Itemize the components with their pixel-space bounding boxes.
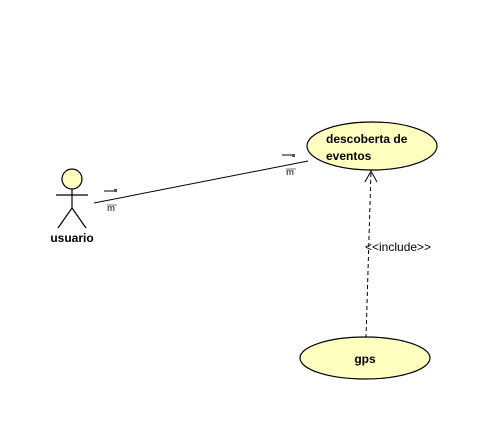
usecase-ellipse: [299, 336, 431, 380]
actor-usuario[interactable]: usuario: [50, 168, 94, 245]
association-line: [93, 160, 309, 204]
association-usuario-descoberta[interactable]: m m: [93, 154, 309, 213]
include-arrowhead: [364, 169, 378, 183]
usecase-gps[interactable]: gps: [299, 336, 431, 380]
association-actor-end-label: m: [107, 203, 115, 213]
usecase-label: gps: [354, 352, 376, 366]
association-usecase-end-tick: [282, 154, 295, 157]
include-stereotype-label: <<include>>: [365, 240, 431, 254]
usecase-label-line-1: descoberta de: [326, 132, 408, 146]
usecase-descoberta-de-eventos[interactable]: descoberta de eventos: [306, 121, 438, 171]
actor-name-label: usuario: [50, 231, 93, 245]
actor-left-leg: [57, 207, 73, 229]
usecase-ellipse: [306, 121, 438, 171]
association-usecase-end-label: m: [286, 167, 294, 177]
include-dependency[interactable]: <<include>>: [364, 169, 431, 339]
usecase-label-line-2: eventos: [326, 149, 372, 163]
actor-head: [61, 168, 83, 190]
include-dashed-line: [365, 170, 372, 339]
actor-right-leg: [71, 207, 87, 229]
association-actor-end-tick: [104, 189, 117, 192]
